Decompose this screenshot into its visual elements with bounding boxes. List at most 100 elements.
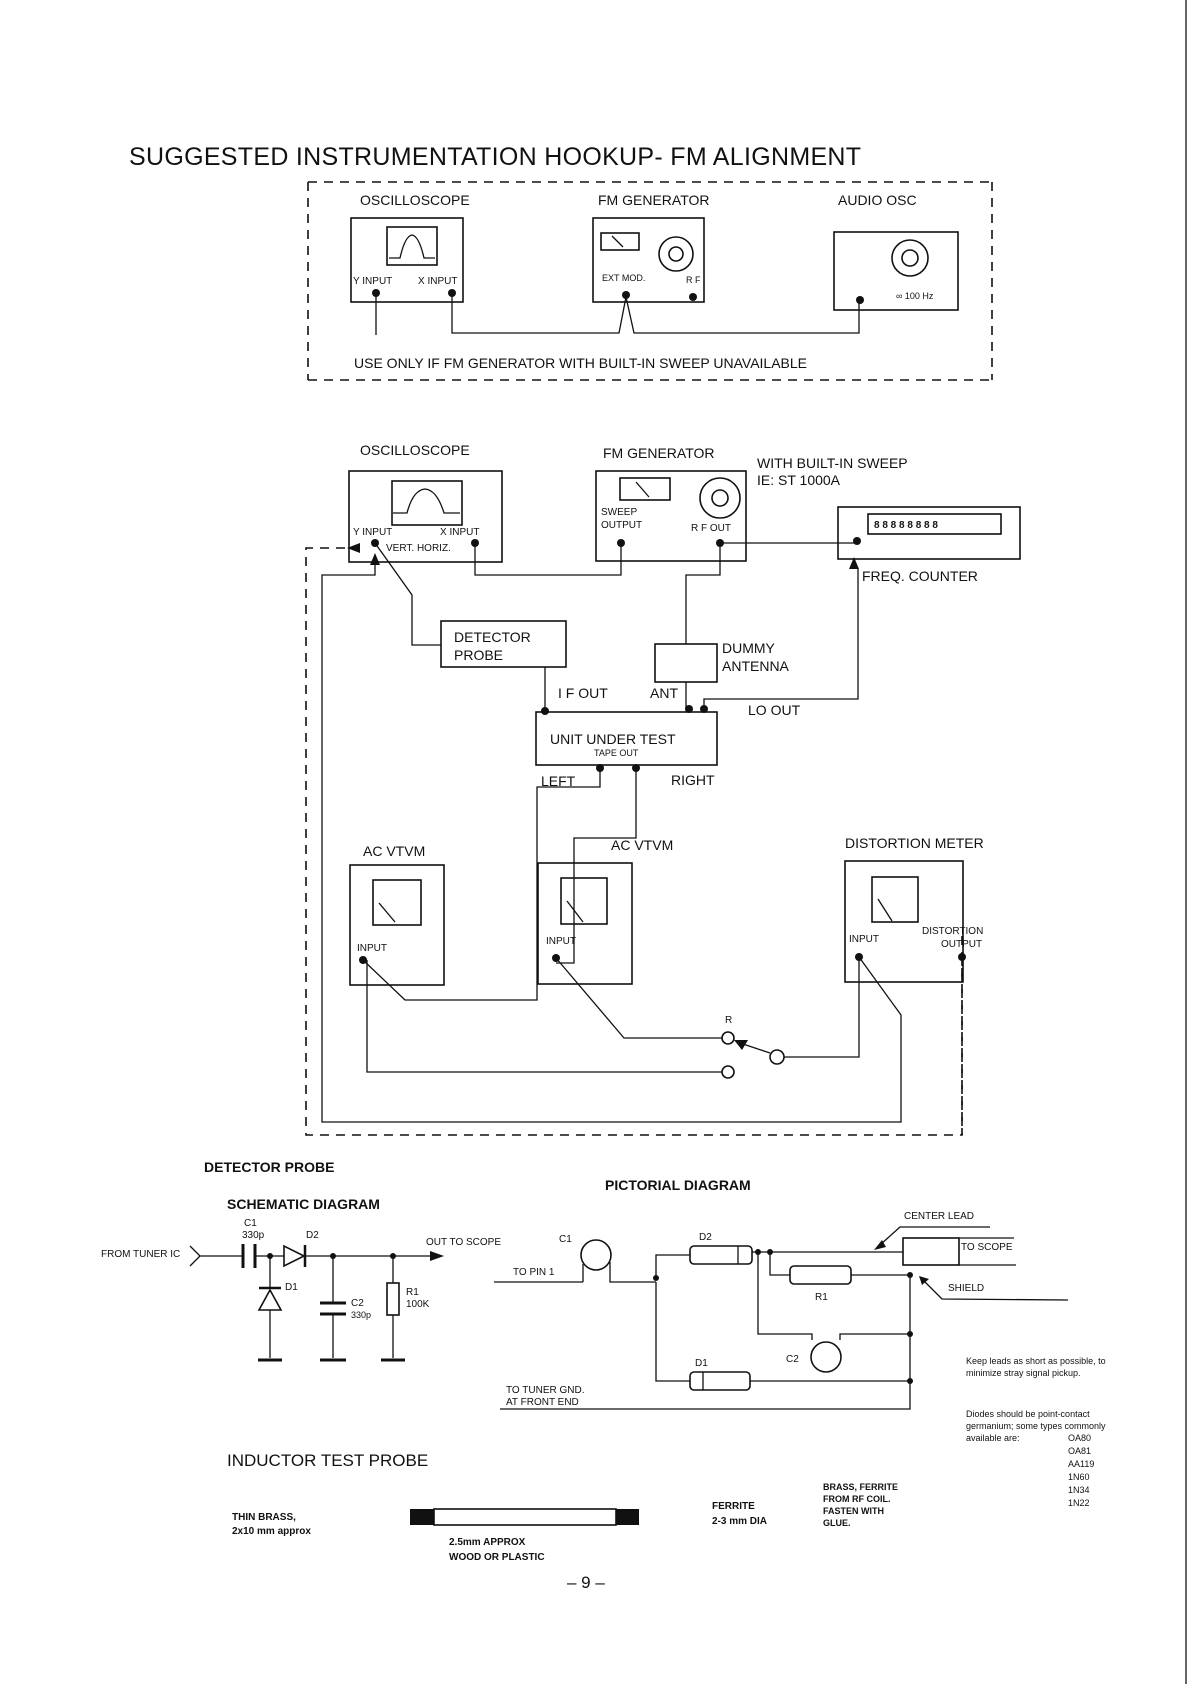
- main-oscilloscope-label: OSCILLOSCOPE: [360, 442, 470, 458]
- main-x-input-label: X INPUT: [440, 527, 479, 538]
- meter-icon: [560, 877, 608, 925]
- diodes-note-1: Diodes should be point-contact: [966, 1409, 1090, 1419]
- to-scope-label: TO SCOPE: [961, 1242, 1013, 1253]
- audio-osc-label: AUDIO OSC: [838, 192, 917, 208]
- ac-vtvm-2: AC VTVM INPUT: [537, 837, 673, 985]
- c1-label: C1: [244, 1218, 257, 1229]
- inductor-note-4: GLUE.: [823, 1518, 851, 1528]
- dummy-antenna-box: DUMMY ANTENNA: [654, 640, 790, 683]
- arrow-icon: [874, 1240, 886, 1250]
- vert-horiz-label: VERT. HORIZ.: [386, 543, 451, 554]
- c1-value: 330p: [242, 1230, 265, 1241]
- page-number: – 9 –: [567, 1573, 605, 1592]
- diode-type: 1N22: [1068, 1498, 1090, 1508]
- diodes-note-3: available are:: [966, 1433, 1020, 1443]
- arrow-icon: [919, 1276, 929, 1285]
- arrow-icon: [370, 553, 380, 565]
- main-setup-frame: [305, 547, 963, 1136]
- from-tuner-label: FROM TUNER IC: [101, 1249, 180, 1260]
- diode-d2-icon: [689, 1245, 753, 1265]
- main-y-input-label: Y INPUT: [353, 527, 392, 538]
- top-setup-note: USE ONLY IF FM GENERATOR WITH BUILT-IN S…: [354, 355, 807, 371]
- switch-terminal-icon: [721, 1065, 735, 1079]
- pictorial-d2-label: D2: [699, 1232, 712, 1243]
- detector-probe-heading: DETECTOR PROBE: [204, 1159, 334, 1175]
- leads-note-1: Keep leads as short as possible, to: [966, 1356, 1106, 1366]
- unit-under-test-label: UNIT UNDER TEST: [550, 731, 676, 747]
- dial-icon: [658, 236, 694, 272]
- tape-out-label: TAPE OUT: [594, 748, 639, 758]
- diodes-note-2: germanium; some types commonly: [966, 1421, 1106, 1431]
- pictorial-d1-label: D1: [695, 1358, 708, 1369]
- rod-label-2: WOOD OR PLASTIC: [449, 1552, 545, 1563]
- freq-display: 8 8 8 8 8 8 8 8: [874, 520, 938, 531]
- top-oscilloscope: OSCILLOSCOPE Y INPUT X INPUT: [350, 192, 470, 303]
- sweep-model-note: IE: ST 1000A: [757, 472, 841, 488]
- connector-icon: [189, 1245, 201, 1267]
- arrow-icon: [849, 557, 859, 569]
- top-y-input-label: Y INPUT: [353, 276, 392, 287]
- schematic-diagram: FROM TUNER IC C1 330p D2 OUT TO SCOPE D1…: [101, 1218, 501, 1362]
- ac-vtvm-1-label: AC VTVM: [363, 843, 425, 859]
- switch-terminal-icon: [721, 1031, 735, 1045]
- left-label: LEFT: [541, 773, 576, 789]
- rod-label-1: 2.5mm APPROX: [449, 1537, 526, 1548]
- meter-icon: [619, 477, 671, 501]
- diode-d1-icon: [689, 1371, 751, 1391]
- distortion-meter-label: DISTORTION METER: [845, 835, 984, 851]
- main-oscilloscope: OSCILLOSCOPE Y INPUT X INPUT VERT. HORIZ…: [347, 442, 503, 565]
- switch-label: R: [725, 1015, 732, 1026]
- pictorial-r1-label: R1: [815, 1292, 828, 1303]
- ferrite-label-1: FERRITE: [712, 1501, 755, 1512]
- scope-screen-icon: [386, 226, 438, 266]
- dummy-antenna-label-1: DUMMY: [722, 640, 776, 656]
- top-fm-generator: FM GENERATOR EXT MOD. R F: [592, 192, 710, 303]
- top-wiring: [375, 293, 860, 335]
- probe-notes: Keep leads as short as possible, to mini…: [966, 1356, 1106, 1508]
- d2-label: D2: [306, 1230, 319, 1241]
- audio-out-jack-icon: [856, 296, 864, 304]
- top-setup-frame: [307, 181, 993, 381]
- distortion-output-label-1: DISTORTION: [922, 926, 983, 937]
- detector-probe-label-1: DETECTOR: [454, 629, 531, 645]
- inductor-probe: THIN BRASS, 2x10 mm approx 2.5mm APPROX …: [232, 1482, 898, 1563]
- lo-out-label: LO OUT: [748, 702, 801, 718]
- leads-note-2: minimize stray signal pickup.: [966, 1368, 1081, 1378]
- digital-display-icon: [867, 513, 1002, 535]
- brass-label-2: 2x10 mm approx: [232, 1526, 311, 1537]
- ac-vtvm-1: AC VTVM INPUT: [349, 843, 445, 986]
- arrow-icon: [430, 1251, 444, 1261]
- diode-type: OA80: [1068, 1433, 1091, 1443]
- ant-label: ANT: [650, 685, 678, 701]
- dial-icon: [699, 477, 741, 519]
- top-x-input-label: X INPUT: [418, 276, 457, 287]
- schematic-heading: SCHEMATIC DIAGRAM: [227, 1196, 380, 1212]
- coax-connector-icon: [902, 1237, 960, 1266]
- diode-type: 1N60: [1068, 1472, 1090, 1482]
- r1-label: R1: [406, 1287, 419, 1298]
- c2-label: C2: [351, 1298, 364, 1309]
- inductor-probe-heading: INDUCTOR TEST PROBE: [227, 1451, 428, 1470]
- rf-out-label: R F OUT: [691, 523, 731, 534]
- if-out-label: I F OUT: [558, 685, 608, 701]
- meter-icon: [372, 879, 422, 926]
- top-fm-generator-label: FM GENERATOR: [598, 192, 710, 208]
- waveform-icon: [393, 488, 460, 514]
- freq-counter: 8 8 8 8 8 8 8 8 FREQ. COUNTER: [837, 506, 1021, 584]
- c2-value: 330p: [351, 1310, 371, 1320]
- scope-screen-icon: [391, 480, 463, 526]
- distortion-meter: DISTORTION METER INPUT DISTORTION OUTPUT: [844, 835, 984, 983]
- out-to-scope-label: OUT TO SCOPE: [426, 1237, 501, 1248]
- sweep-label: SWEEP: [601, 507, 637, 518]
- rod-icon: [433, 1508, 617, 1526]
- to-pin1-label: TO PIN 1: [513, 1267, 555, 1278]
- diode-d2-icon: [283, 1244, 306, 1268]
- pictorial-c2-label: C2: [786, 1354, 799, 1365]
- freq-counter-label: FREQ. COUNTER: [862, 568, 978, 584]
- inductor-note-1: BRASS, FERRITE: [823, 1482, 898, 1492]
- resistor-r1-icon: [789, 1265, 852, 1285]
- right-label: RIGHT: [671, 772, 715, 788]
- waveform-icon: [389, 234, 435, 259]
- output-label: OUTPUT: [601, 520, 642, 531]
